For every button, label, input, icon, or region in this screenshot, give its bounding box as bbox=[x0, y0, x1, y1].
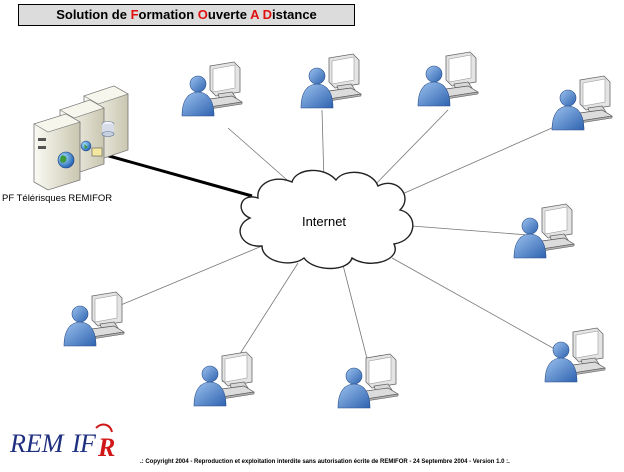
workstation-2 bbox=[300, 53, 362, 109]
title-letter-a: A bbox=[250, 7, 259, 22]
server-cluster: PF Télérisques REMIFOR bbox=[2, 85, 129, 204]
title-letter-d: D bbox=[262, 7, 272, 22]
workstation-8 bbox=[193, 351, 255, 407]
svg-text:F: F bbox=[79, 429, 97, 458]
workstation-3 bbox=[417, 51, 479, 107]
network-port-icon bbox=[91, 147, 103, 157]
server-label: PF Télérisques REMIFOR bbox=[2, 193, 112, 204]
title-part: Solution de bbox=[56, 7, 131, 22]
title-letter-o: O bbox=[197, 7, 208, 22]
workstation-7 bbox=[544, 327, 606, 383]
server-link bbox=[101, 152, 253, 198]
title-part: istance bbox=[271, 7, 317, 22]
title-part: uverte bbox=[207, 7, 251, 22]
title-letter-f: F bbox=[130, 7, 139, 22]
title-part: ormation bbox=[138, 7, 198, 22]
title-banner: Solution de Formation Ouverte A Distance bbox=[18, 4, 355, 26]
svg-text:I: I bbox=[71, 429, 82, 458]
copyright-footer: .: Copyright 2004 - Reproduction et expl… bbox=[140, 459, 510, 465]
svg-text:R: R bbox=[97, 433, 115, 462]
workstation-4 bbox=[551, 75, 613, 131]
cloud-label: Internet bbox=[302, 214, 346, 229]
workstation-1 bbox=[181, 61, 243, 117]
workstation-6 bbox=[63, 291, 125, 347]
workstation-5 bbox=[513, 203, 575, 259]
svg-text:REM: REM bbox=[9, 429, 65, 458]
workstation-9 bbox=[337, 353, 399, 409]
remifor-logo: REM I F R bbox=[9, 423, 115, 462]
internet-cloud: Internet bbox=[239, 169, 414, 270]
